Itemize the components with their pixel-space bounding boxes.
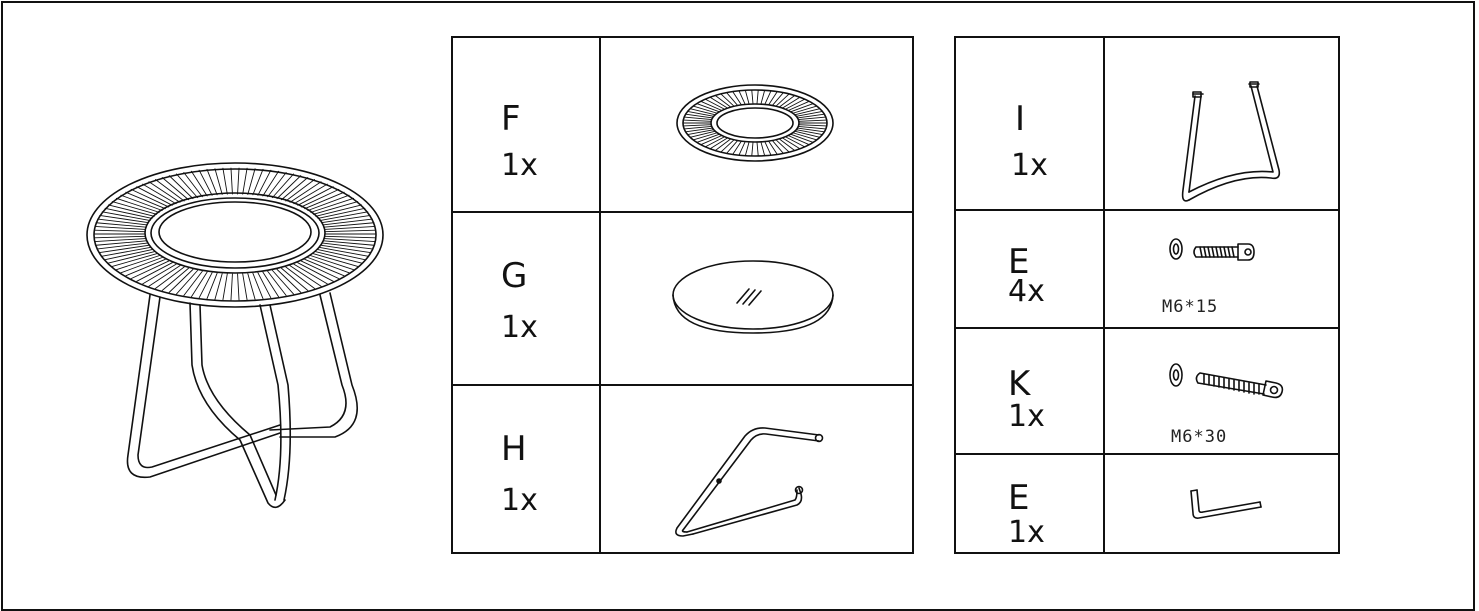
part-row-k: K 1x M6*30	[956, 329, 1338, 455]
part-image-cell: M6*15	[1105, 211, 1338, 327]
bolt-spec-label: M6*15	[1162, 297, 1219, 317]
bolt-washer-long-icon	[1169, 363, 1284, 399]
leg-frame-i-icon	[1181, 81, 1281, 202]
part-quantity: 1x	[1008, 399, 1045, 434]
part-quantity: 1x	[501, 483, 538, 518]
leg-frame-h-icon	[675, 427, 824, 537]
bolt-spec-label: M6*30	[1171, 427, 1228, 447]
part-label-cell: F 1x	[453, 38, 601, 211]
part-letter: I	[1015, 99, 1026, 139]
part-letter: F	[501, 99, 521, 139]
part-letter: E	[1008, 242, 1030, 282]
part-quantity: 4x	[1008, 274, 1045, 309]
bolt-washer-icon	[1169, 238, 1255, 261]
part-label-cell: I 1x	[956, 38, 1105, 209]
part-image-cell	[1105, 38, 1338, 209]
part-quantity: 1x	[1011, 148, 1048, 183]
part-image-cell	[601, 213, 912, 384]
part-quantity: 1x	[501, 148, 538, 183]
part-label-cell: H 1x	[453, 386, 601, 554]
part-image-cell	[1105, 455, 1338, 554]
allen-key-icon	[1190, 489, 1262, 519]
part-row-e-key: E 1x	[956, 455, 1338, 554]
part-row-f: F 1x	[453, 38, 912, 213]
glass-top-icon	[672, 260, 834, 334]
rattan-table-top-icon	[676, 84, 834, 162]
part-image-cell: M6*30	[1105, 329, 1338, 453]
part-label-cell: K 1x	[956, 329, 1105, 453]
part-image-cell	[601, 38, 912, 211]
parts-table-left: F 1x G 1x	[451, 36, 914, 554]
part-image-cell	[601, 386, 912, 554]
part-label-cell: G 1x	[453, 213, 601, 384]
part-letter: K	[1008, 364, 1031, 404]
part-quantity: 1x	[1008, 515, 1045, 550]
part-letter: E	[1008, 478, 1030, 518]
part-row-g: G 1x	[453, 213, 912, 386]
part-row-h: H 1x	[453, 386, 912, 554]
part-row-e-bolts: E 4x M6*15	[956, 211, 1338, 329]
part-label-cell: E 4x	[956, 211, 1105, 327]
part-letter: G	[501, 256, 528, 296]
parts-table-right: I 1x E 4x	[954, 36, 1340, 554]
part-quantity: 1x	[501, 310, 538, 345]
part-row-i: I 1x	[956, 38, 1338, 211]
assembled-side-table-icon	[86, 162, 384, 509]
part-letter: H	[501, 429, 527, 469]
part-label-cell: E 1x	[956, 455, 1105, 554]
